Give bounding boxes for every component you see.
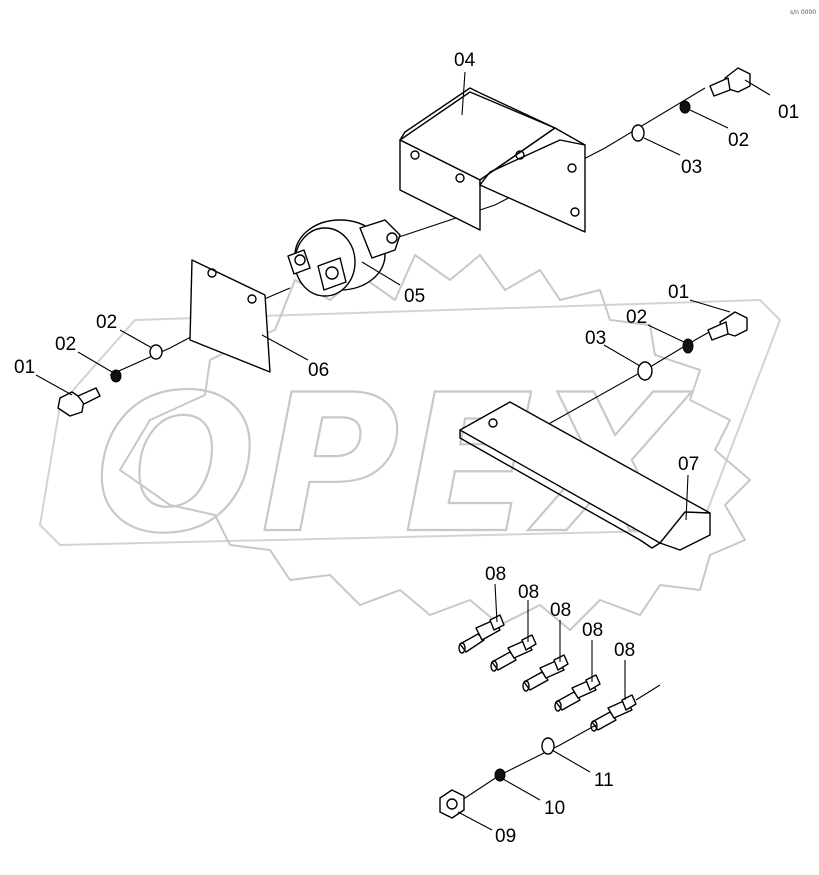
callout-02: 02 <box>626 307 647 328</box>
callout-02: 02 <box>96 312 117 333</box>
stud-axis <box>461 684 661 801</box>
bolt-left <box>57 387 101 417</box>
leader-02a <box>689 109 729 129</box>
leader-06 <box>261 334 309 361</box>
callout-03: 03 <box>681 157 702 178</box>
callout-09: 09 <box>495 826 516 847</box>
leader-01c <box>689 299 731 313</box>
callout-01: 01 <box>14 357 35 378</box>
callout-05: 05 <box>404 286 425 307</box>
bracket-04 <box>399 87 586 233</box>
leader-02c <box>119 329 153 349</box>
stud-08-d <box>554 674 601 712</box>
lock-washer-10 <box>494 768 506 782</box>
callout-11: 11 <box>594 770 614 791</box>
callout-01: 01 <box>778 102 799 123</box>
lock-washer-upper-right <box>679 100 691 114</box>
leader-03a <box>643 137 681 156</box>
washer-lower-right <box>637 361 653 381</box>
leader-02b <box>77 351 113 373</box>
nut-09 <box>439 789 465 819</box>
leader-05 <box>361 261 401 286</box>
corner-mark: s/n 0000 <box>790 9 816 16</box>
leader-07 <box>685 474 689 521</box>
callout-02: 02 <box>728 130 749 151</box>
callout-02: 02 <box>55 334 76 355</box>
leader-04 <box>461 71 466 116</box>
leader-01b <box>35 374 73 396</box>
stud-08-b <box>490 634 537 672</box>
plate-06 <box>189 259 271 373</box>
callout-04: 04 <box>454 50 476 71</box>
washer-left <box>149 344 163 360</box>
strap-07 <box>459 401 711 551</box>
callout-08: 08 <box>582 620 603 641</box>
stud-08-e <box>590 694 637 732</box>
callout-01: 01 <box>668 282 689 303</box>
callout-08: 08 <box>550 600 571 621</box>
leader-09 <box>457 811 493 831</box>
stud-08-c <box>522 654 569 692</box>
leader-02d <box>647 324 685 343</box>
callout-10: 10 <box>544 798 565 819</box>
leader-11 <box>551 749 591 773</box>
callout-08: 08 <box>485 564 506 585</box>
bolt-lower-right <box>707 311 748 341</box>
callout-06: 06 <box>308 360 329 381</box>
leader-03b <box>603 344 641 367</box>
callout-07: 07 <box>678 454 699 475</box>
stud-08-a <box>458 614 505 654</box>
leader-01a <box>744 79 771 96</box>
lock-washer-left <box>110 369 122 383</box>
bolt-upper-right <box>709 67 751 97</box>
washer-upper-right <box>631 124 645 142</box>
leader-10 <box>502 778 541 801</box>
washer-11 <box>541 737 555 755</box>
leader-08a <box>494 583 498 623</box>
callout-08: 08 <box>518 582 539 603</box>
callout-08: 08 <box>614 640 635 661</box>
switch-05 <box>287 219 401 297</box>
lock-washer-lower-right <box>682 338 694 354</box>
callout-03: 03 <box>585 328 606 349</box>
